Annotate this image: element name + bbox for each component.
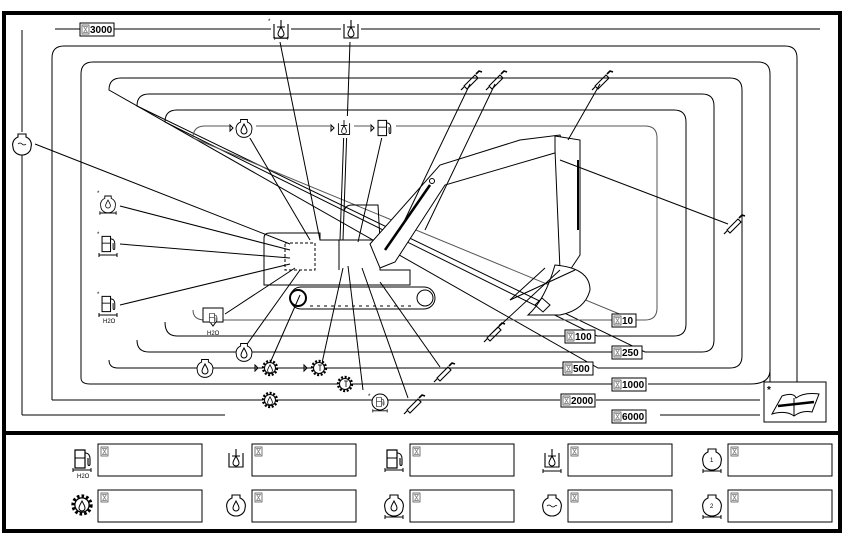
excavator-illustration <box>263 134 591 316</box>
legend-item <box>226 489 357 523</box>
svg-text:2000: 2000 <box>571 396 594 407</box>
legend-item <box>542 443 673 477</box>
interval-value-field[interactable] <box>727 489 833 523</box>
loop-500 <box>108 77 743 369</box>
gear-oil-icon <box>71 494 93 516</box>
hourglass-icon <box>100 446 109 457</box>
legend: H2O 1 2 <box>71 443 833 523</box>
fuel-filter-icon[interactable]: * <box>97 230 119 258</box>
hydraulic-tank-filter-icon[interactable]: * <box>268 18 291 42</box>
legend-item <box>71 489 203 523</box>
hourglass-icon <box>254 446 263 457</box>
hourglass-icon <box>570 492 579 503</box>
interval-badge-6000[interactable]: 6000 <box>611 409 647 424</box>
interval-value-field[interactable] <box>727 443 833 477</box>
legend-item <box>384 489 515 523</box>
fuel-water-separator-icon: H2O <box>72 449 92 480</box>
star-mark: * <box>97 292 100 298</box>
fuel-level-icon[interactable] <box>370 116 396 138</box>
interval-badge-10[interactable]: 10 <box>611 313 637 328</box>
star-mark: * <box>97 191 100 197</box>
engine-oil-check-icon[interactable] <box>229 116 256 138</box>
interval-badge-500[interactable]: 500 <box>562 361 594 376</box>
hydraulic-oil-level-icon[interactable] <box>330 116 354 138</box>
air-filter-secondary-icon: 2 <box>702 494 722 520</box>
interval-loops <box>21 28 820 416</box>
hourglass-icon <box>730 492 739 503</box>
service-points: * * <box>12 18 746 415</box>
loop-100 <box>164 109 687 337</box>
hourglass-icon <box>412 446 421 457</box>
interval-value-field[interactable] <box>97 443 203 477</box>
interval-badge-250[interactable]: 250 <box>611 345 643 360</box>
interval-value-field[interactable] <box>409 489 515 523</box>
h2o-label: H2O <box>103 319 116 325</box>
star-mark: * <box>268 19 271 25</box>
travel-gear-oil-icon[interactable] <box>303 359 328 377</box>
interval-badge-1000[interactable]: 1000 <box>611 377 647 392</box>
interval-badge-100[interactable]: 100 <box>564 329 596 344</box>
star-mark: * <box>97 232 100 238</box>
legend-item <box>542 489 673 523</box>
loop-250 <box>136 93 715 353</box>
legend-item: 2 <box>702 489 833 523</box>
legend-item: H2O <box>72 443 203 480</box>
leader-lines <box>34 41 729 399</box>
diagram-frame <box>2 11 842 435</box>
fuel-tank-drain-icon[interactable]: H2O <box>202 307 224 337</box>
star-mark: * <box>368 394 371 400</box>
interval-badge-3000[interactable]: 3000 <box>79 22 115 37</box>
svg-text:500: 500 <box>573 364 590 375</box>
travel-gear-oil-drain-icon[interactable] <box>336 375 354 393</box>
coolant-icon <box>542 494 562 517</box>
interval-value-field[interactable] <box>409 443 515 477</box>
coolant-reservoir-icon[interactable] <box>12 132 32 156</box>
hourglass-icon <box>570 446 579 457</box>
legend-item <box>384 443 515 477</box>
svg-text:1: 1 <box>710 458 714 464</box>
air-filter-primary-icon: 1 <box>702 448 722 474</box>
star-mark: * <box>767 385 771 396</box>
hourglass-icon <box>100 492 109 503</box>
interval-badges: 3000 10 100 250 500 1000 2000 6000 <box>79 22 647 424</box>
interval-value-field[interactable] <box>251 489 357 523</box>
interval-value-field[interactable] <box>567 489 673 523</box>
svg-text:6000: 6000 <box>622 412 645 423</box>
legend-item: 1 <box>702 443 833 477</box>
svg-text:100: 100 <box>575 332 592 343</box>
interval-value-field[interactable] <box>97 489 203 523</box>
hydraulic-tank-icon[interactable] <box>341 18 361 40</box>
interval-value-field[interactable] <box>251 443 357 477</box>
hourglass-icon <box>412 492 421 503</box>
swing-gear-oil-drain-icon[interactable] <box>261 391 279 409</box>
hourglass-icon <box>254 492 263 503</box>
interval-badge-2000[interactable]: 2000 <box>560 393 596 408</box>
svg-text:10: 10 <box>622 316 634 327</box>
interval-value-field[interactable] <box>567 443 673 477</box>
svg-text:2: 2 <box>710 504 714 510</box>
loop-1000 <box>80 61 771 385</box>
swing-gear-oil-icon[interactable] <box>254 359 279 377</box>
service-manual-icon[interactable]: * <box>763 381 827 423</box>
loop-2000 <box>51 45 798 401</box>
svg-text:3000: 3000 <box>90 25 113 36</box>
fuel-tank-strainer-icon[interactable]: * <box>368 393 389 413</box>
svg-text:1000: 1000 <box>622 380 645 391</box>
legend-item <box>228 443 357 477</box>
h2o-label: H2O <box>207 331 220 337</box>
svg-text:250: 250 <box>622 348 639 359</box>
loop-6000 <box>21 30 760 416</box>
fuel-water-separator-icon[interactable]: H2O * <box>97 290 119 325</box>
engine-oil-filter-icon[interactable]: * <box>97 190 119 218</box>
hourglass-icon <box>730 446 739 457</box>
svg-text:H2O: H2O <box>77 474 90 480</box>
